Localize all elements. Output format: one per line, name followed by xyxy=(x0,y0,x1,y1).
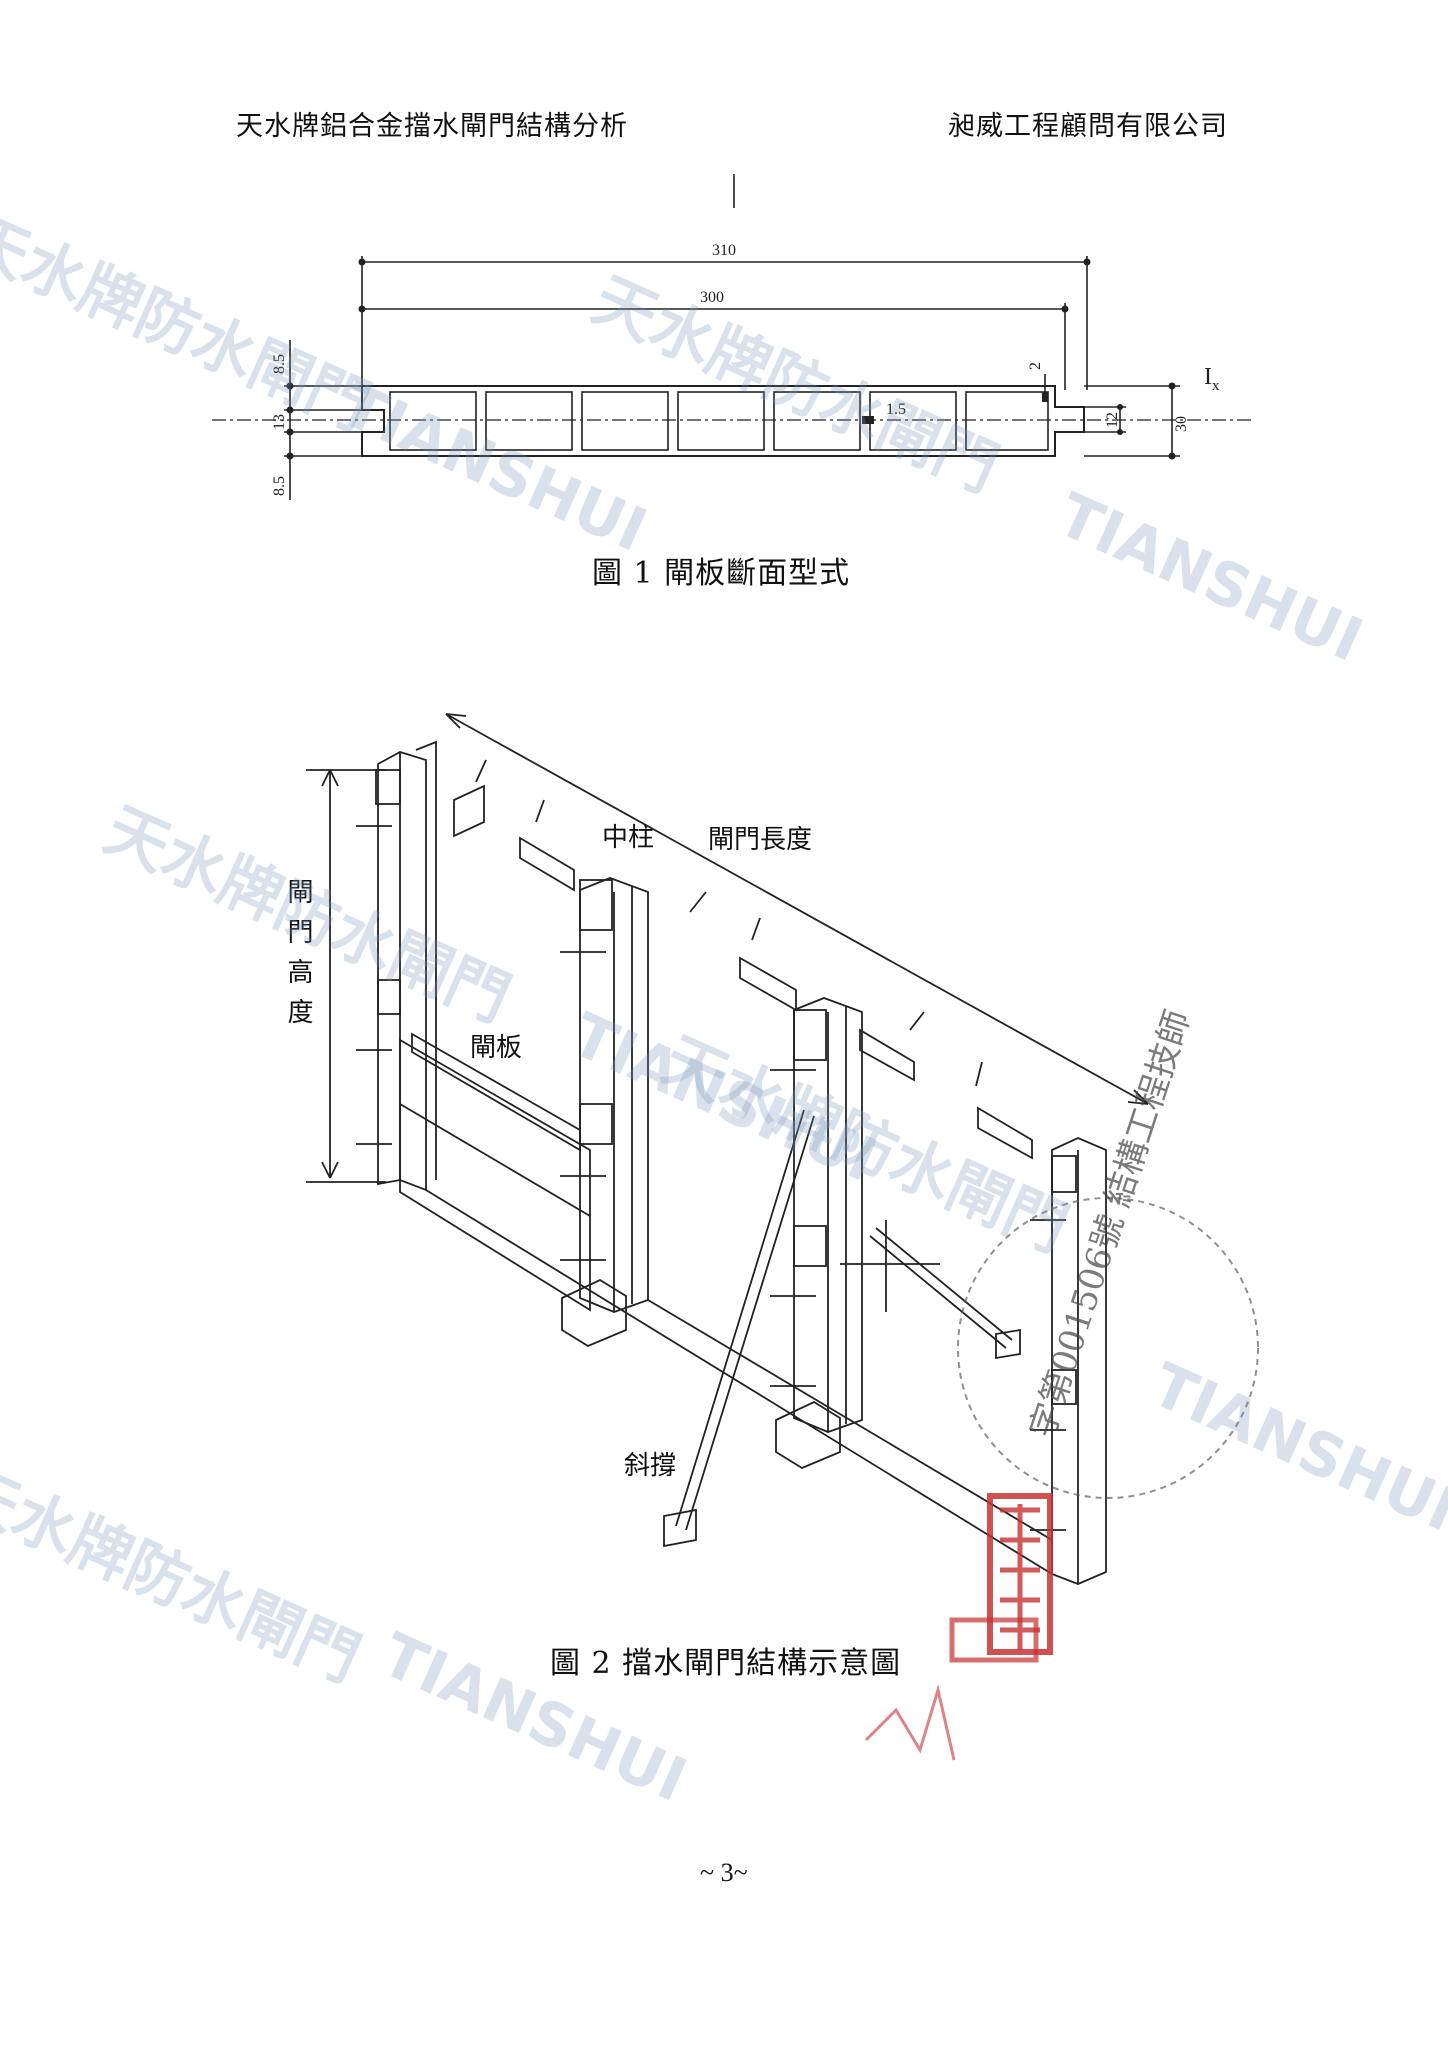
dim-2: 2 xyxy=(1027,362,1044,370)
label-gate-plate: 閘板 xyxy=(470,1033,522,1063)
svg-text:字第001506號 結構工程技師: 字第001506號 結構工程技師 xyxy=(1023,1006,1199,1443)
label-brace: 斜撐 xyxy=(624,1451,676,1481)
dim-1-5: 1.5 xyxy=(886,401,906,418)
figure2-caption: 圖 2 擋水閘門結構示意圖 xyxy=(550,1646,902,1681)
figure1-caption: 圖 1 閘板斷面型式 xyxy=(592,556,851,591)
label-gate-height: 閘門高度 xyxy=(283,878,313,1038)
page-number: ~ 3~ xyxy=(700,1858,748,1887)
header-title-left: 天水牌鋁合金擋水閘門結構分析 xyxy=(236,111,628,142)
label-center-post: 中柱 xyxy=(602,823,654,853)
dim-8-5-top: 8.5 xyxy=(271,354,288,374)
header-company-right: 昶威工程顧問有限公司 xyxy=(948,111,1228,142)
axis-label-ix: Ix xyxy=(1204,364,1220,394)
dim-8-5-bottom: 8.5 xyxy=(271,476,288,496)
dim-13: 13 xyxy=(271,414,288,430)
dim-300: 300 xyxy=(700,289,724,306)
dim-30: 30 xyxy=(1173,416,1190,432)
dim-12: 12 xyxy=(1104,412,1121,428)
dim-310: 310 xyxy=(712,242,736,259)
label-gate-length: 閘門長度 xyxy=(708,825,812,855)
